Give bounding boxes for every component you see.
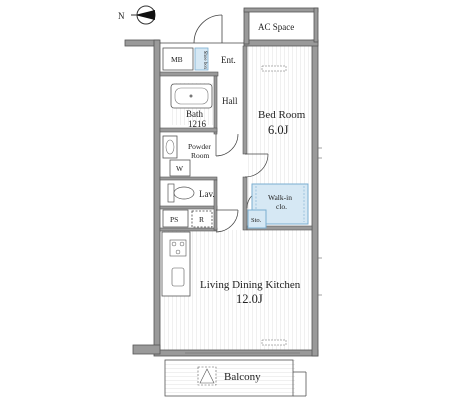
kitchen-counter xyxy=(161,231,191,297)
balcony-floor xyxy=(165,358,295,394)
refrigerator-label: R xyxy=(199,215,204,224)
ps-label: PS xyxy=(170,215,178,224)
entrance-label: Ent. xyxy=(221,55,236,65)
closet-label-1: Walk-in xyxy=(268,193,292,202)
washer-box xyxy=(169,159,191,177)
storage-box xyxy=(247,209,267,229)
ac-space-label: AC Space xyxy=(258,22,294,32)
toilet-icon xyxy=(167,183,195,203)
shoe-box-label: Shoe box xyxy=(202,51,207,70)
ldk-area: 12.0J xyxy=(236,292,263,306)
storage-label: Sto. xyxy=(251,217,262,224)
window-side-marks xyxy=(318,147,322,296)
ldk-label: Living Dining Kitchen xyxy=(200,279,301,291)
bed-room-window xyxy=(261,65,287,72)
bath-label: Bath xyxy=(186,109,203,119)
powder-room-label-1: Powder xyxy=(188,142,211,151)
powder-room-label-2: Room xyxy=(191,151,210,160)
bath-size: 1216 xyxy=(188,119,207,129)
compass: N xyxy=(118,5,156,25)
bathtub-icon xyxy=(170,83,213,109)
mb-box xyxy=(162,47,194,71)
mb-label: MB xyxy=(171,55,183,64)
ps-box xyxy=(162,209,189,228)
ldk-window xyxy=(261,339,287,346)
bed-room-area: 6.0J xyxy=(268,123,289,137)
lav-label: Lav. xyxy=(199,189,215,199)
stove-icon xyxy=(169,239,187,257)
balcony-outline xyxy=(164,359,307,397)
washer-label: W xyxy=(176,164,184,173)
refrigerator-box xyxy=(191,210,213,228)
balcony-label: Balcony xyxy=(224,371,261,383)
shoe-box xyxy=(194,47,209,71)
north-label: N xyxy=(118,11,125,21)
hall-label: Hall xyxy=(222,96,238,106)
closet-label-2: clo. xyxy=(276,202,287,211)
bed-room-label: Bed Room xyxy=(258,109,306,121)
washbasin-icon xyxy=(162,135,178,159)
entrance-door[interactable] xyxy=(160,14,244,44)
interior-walls xyxy=(159,45,313,232)
hatch-triangle-icon xyxy=(197,366,217,386)
kitchen-sink-icon xyxy=(171,267,185,287)
